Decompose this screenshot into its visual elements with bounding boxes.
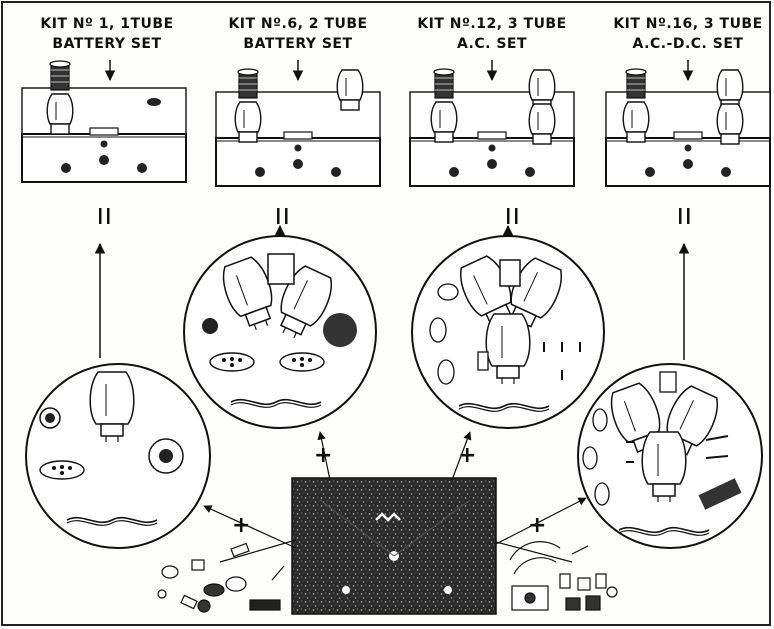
kit-1-equals-sign — [99, 208, 110, 224]
small-parts-right — [510, 542, 617, 610]
kit-6-equals-sign — [277, 208, 288, 224]
plus-sign-4: + — [528, 513, 546, 538]
plus-sign-2: + — [314, 443, 332, 468]
kit-12-chassis — [410, 69, 574, 186]
kit-16-equals-sign — [679, 208, 690, 224]
kit-12-equals-sign — [507, 208, 518, 224]
small-parts-left — [158, 544, 284, 612]
kit-16-chassis — [606, 69, 770, 186]
parts-circle-kit-6 — [184, 236, 376, 428]
plus-sign-3: + — [458, 443, 476, 468]
kit-1-chassis — [22, 61, 186, 182]
kit-6-chassis — [216, 69, 380, 186]
central-baseboard — [292, 478, 496, 614]
parts-circle-kit-12 — [412, 236, 604, 428]
parts-circle-kit-16 — [578, 364, 762, 548]
plus-sign-1: + — [232, 513, 250, 538]
parts-circle-kit-1 — [26, 364, 210, 548]
